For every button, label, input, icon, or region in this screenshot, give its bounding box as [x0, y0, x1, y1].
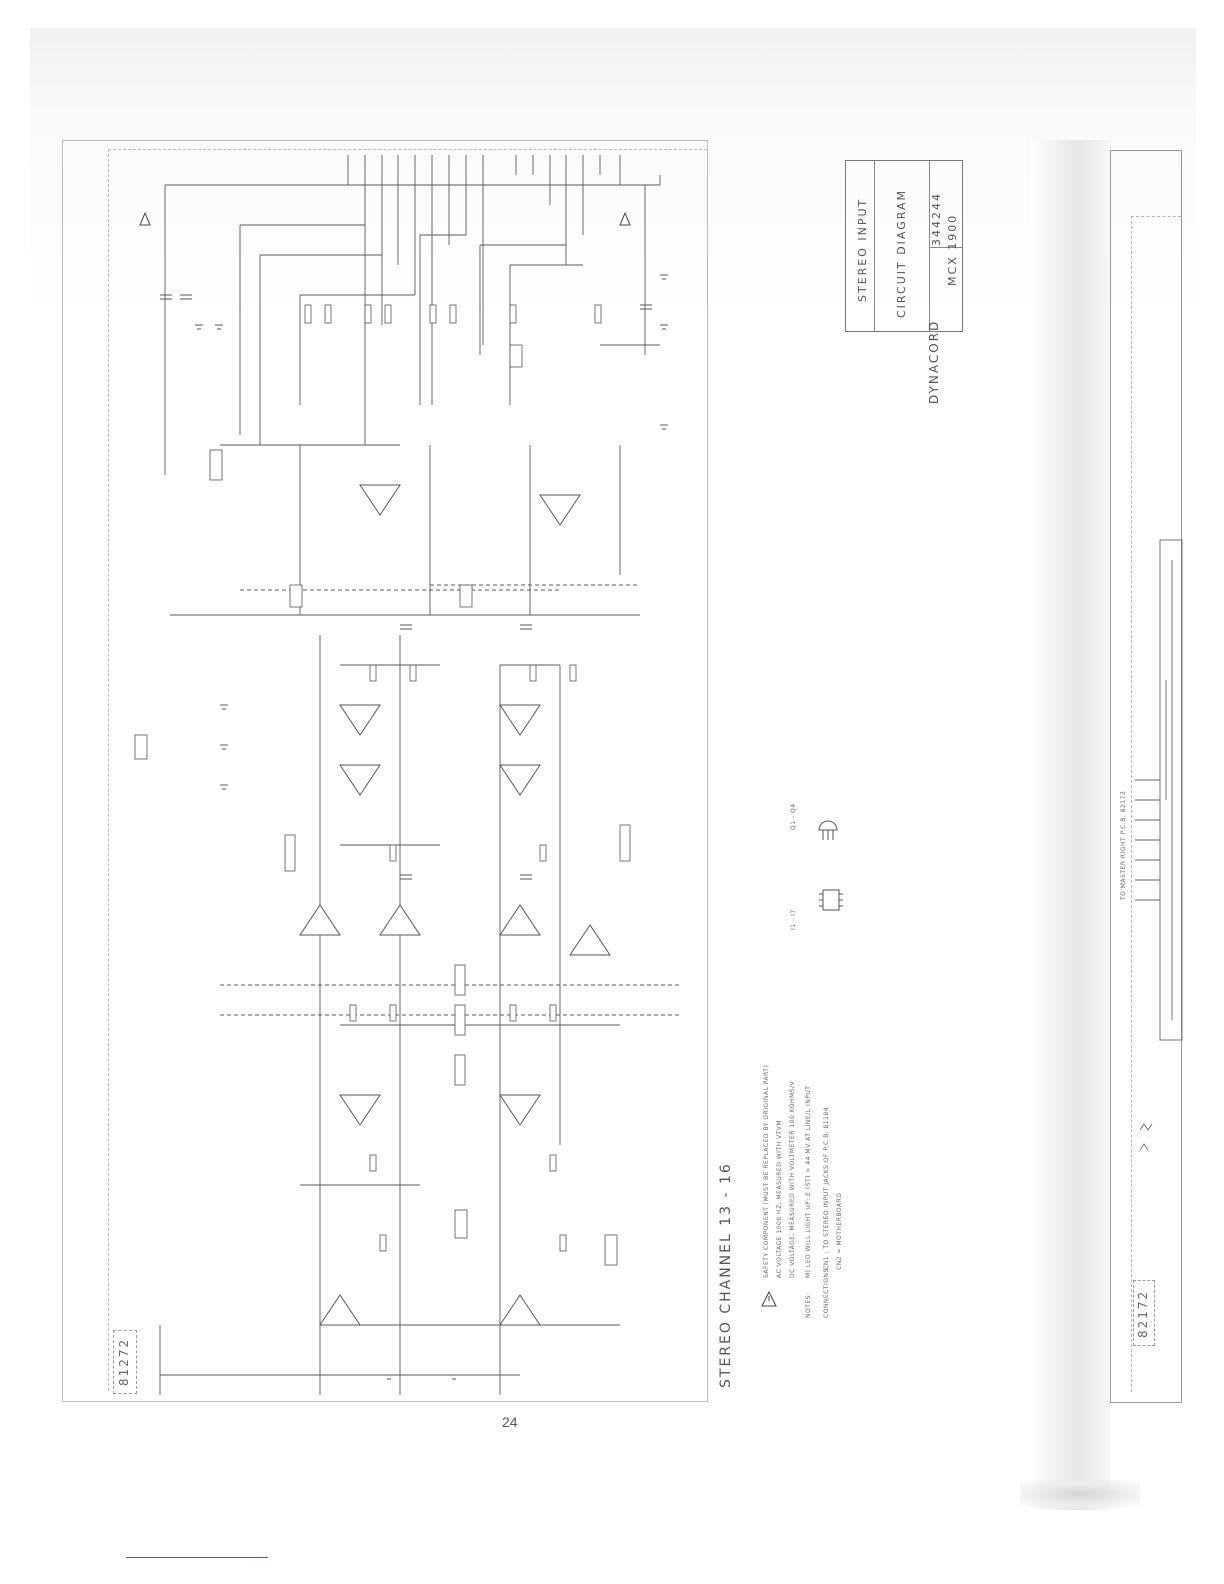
note-dc-voltage: DC VOLTAGE, MEASURED WITH VOLTMETER 100 … [789, 1080, 796, 1278]
title-block-part-number: 344244 [930, 192, 943, 246]
title-block-model: MCX 1900 [946, 213, 959, 286]
ic-range-label: I1 - I7 [790, 909, 797, 930]
title-block [845, 160, 963, 332]
note-safety: SAFETY COMPONENT (MUST BE REPLACED BY OR… [763, 1064, 770, 1278]
schematic-frame [62, 140, 708, 1402]
safety-warning-icon [761, 1290, 777, 1307]
scan-smudge [1020, 1480, 1140, 1508]
title-block-divider [929, 247, 962, 248]
right-corner-id-box [1133, 1280, 1155, 1346]
footer-link-underline[interactable] [126, 1557, 268, 1558]
note-cn2: CN2 = MOTHERBOARD [836, 1192, 843, 1270]
right-panel-header: TO MASTER RIGHT P.C.B. 82173 [1120, 790, 1127, 900]
title-block-divider [874, 161, 875, 331]
ic-pinout-icon [819, 889, 843, 911]
corner-id-box [113, 1330, 137, 1394]
connections-label: CONNECTIONS: [823, 1265, 830, 1318]
frame-dashed-border [108, 149, 707, 1391]
right-pcb-frame [1110, 150, 1182, 1403]
note-cn1: CN1 : TO STEREO INPUT JACKS OF P.C.B. 81… [823, 1106, 830, 1270]
page-number: 24 [502, 1414, 518, 1430]
right-pcb-dashed-border [1131, 216, 1181, 1392]
scan-shadow-strip [1030, 140, 1110, 1510]
right-panel-wiring [1135, 539, 1183, 1151]
title-block-line2: CIRCUIT DIAGRAM [895, 189, 908, 318]
title-block-divider [929, 161, 930, 331]
note-led: M) LED WILL LIGHT UP: E (ST) > 44 MV AT … [805, 1085, 812, 1278]
notes-label: NOTES: [805, 1292, 812, 1319]
sheet-title: STEREO CHANNEL 13 - 16 [718, 1162, 734, 1388]
transistor-range-label: Q1 - Q4 [790, 803, 797, 830]
circuit-schematic [134, 155, 680, 1395]
title-block-line1: STEREO INPUT [856, 197, 869, 302]
brand-name: DYNACORD [927, 319, 941, 404]
transistor-pinout-icon [818, 820, 838, 840]
note-ac-voltage: AC VOLTAGE 1000 HZ, MEASURED WITH VTVM [776, 1119, 783, 1278]
